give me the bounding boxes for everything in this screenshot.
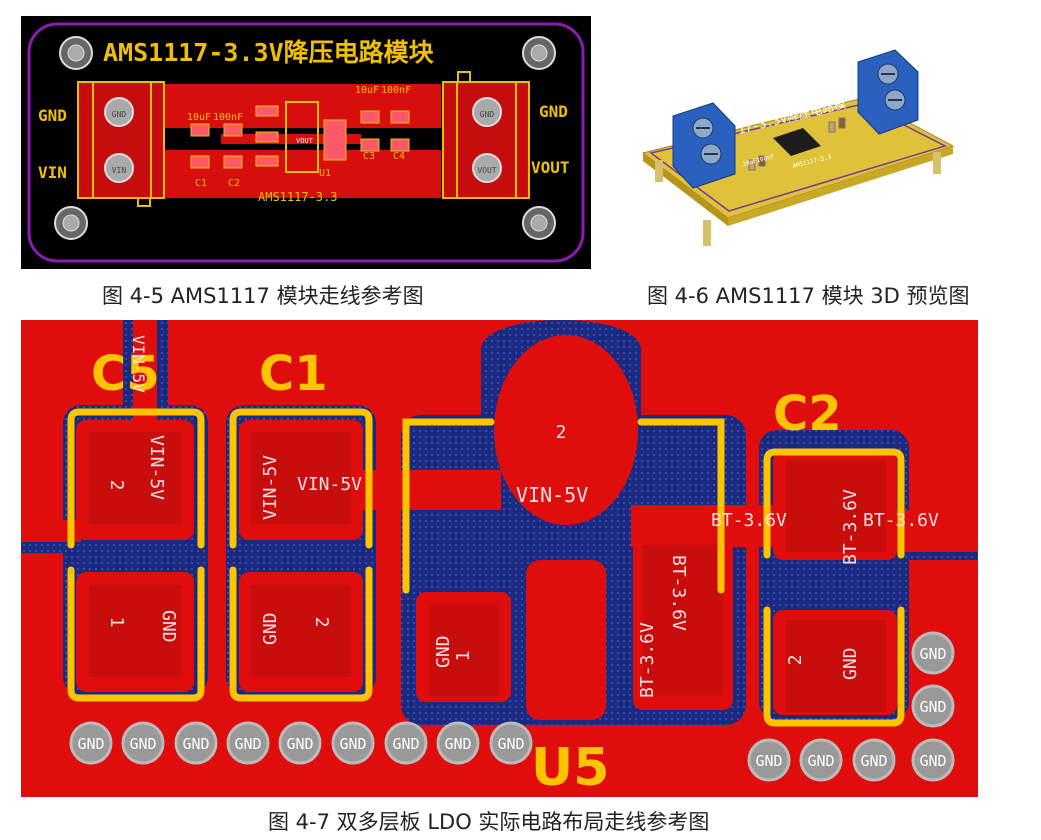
fig47-caption: 图 4-7 双多层板 LDO 实际电路布局走线参考图 <box>268 810 710 834</box>
ref-u5: U5 <box>531 738 609 797</box>
ref-c3: C3 <box>363 151 375 162</box>
connector-pad-gnd-left: GND <box>104 97 134 127</box>
board-silk-vin: VIN <box>664 188 687 207</box>
pin-number: 2 <box>311 617 332 628</box>
label-gnd-right: GND <box>539 102 568 121</box>
svg-text:GND: GND <box>234 735 261 753</box>
terminal-block-right <box>857 49 919 135</box>
svg-text:VOUT: VOUT <box>296 137 314 145</box>
svg-text:GND: GND <box>182 735 209 753</box>
fig47-ldo-layout-image: C5 C1 C2 U5 2 1 2 2 1 2 VIN-5V VIN-5V VI… <box>21 320 978 797</box>
ref-c1: C1 <box>195 178 207 189</box>
net-label-vin: VIN-5V <box>297 474 362 495</box>
fig46-caption: 图 4-6 AMS1117 模块 3D 预览图 <box>647 284 970 308</box>
pin-number: 2 <box>556 422 567 443</box>
svg-text:GND: GND <box>339 735 366 753</box>
chip-label: AMS1117-3.3 <box>258 190 337 204</box>
net-label-bt: BT-3.6V <box>711 510 787 531</box>
terminal-block-left <box>672 102 736 189</box>
net-label-bt: BT-3.6V <box>840 489 861 565</box>
connector-pad-vin-left: VIN <box>104 153 134 183</box>
connector-pad-vout-right: VOUT <box>472 153 502 183</box>
value-c4: 100nF <box>381 85 411 96</box>
ref-c5: C5 <box>91 346 160 402</box>
net-label-gnd: GND <box>840 647 861 680</box>
label-vout-right: VOUT <box>531 158 570 177</box>
net-label-vin: VIN-5V <box>516 483 588 507</box>
pin-number: 2 <box>106 480 127 491</box>
net-label-gnd: GND <box>158 610 179 643</box>
pin-number: 1 <box>106 617 127 628</box>
net-label-bt: BT-3.6V <box>668 555 689 631</box>
ref-c1-large: C1 <box>259 346 328 402</box>
pin-number: 1 <box>453 651 474 662</box>
svg-text:GND: GND <box>77 735 104 753</box>
svg-text:GND: GND <box>112 110 127 119</box>
pin-number: 2 <box>785 655 806 666</box>
svg-text:GND: GND <box>392 735 419 753</box>
svg-text:VOUT: VOUT <box>477 166 496 175</box>
ref-c2: C2 <box>228 178 240 189</box>
net-label-bt: BT-3.6V <box>637 622 658 698</box>
fig46-3d-preview-image: 17-3.3V降压电路模 10uF100nF AMS1117-3.3 VIN <box>633 48 973 263</box>
svg-text:GND: GND <box>919 698 946 716</box>
net-label-bt: BT-3.6V <box>863 510 939 531</box>
connector-pad-gnd-right: GND <box>472 97 502 127</box>
label-gnd-left: GND <box>38 106 67 125</box>
ref-u1: U1 <box>319 168 331 179</box>
svg-text:VIN: VIN <box>112 166 127 175</box>
value-c1: 10uF <box>187 112 211 123</box>
svg-text:GND: GND <box>497 735 524 753</box>
net-label-vin: VIN-5V <box>146 435 167 500</box>
label-vin-left: VIN <box>38 163 67 182</box>
ref-c4: C4 <box>393 151 405 162</box>
svg-text:GND: GND <box>919 752 946 770</box>
svg-text:GND: GND <box>807 752 834 770</box>
net-label-vin-top: VIN-5V <box>129 335 148 393</box>
svg-text:GND: GND <box>444 735 471 753</box>
fig45-caption: 图 4-5 AMS1117 模块走线参考图 <box>102 284 424 308</box>
mounting-hole-icon <box>54 36 556 240</box>
value-c2: 100nF <box>213 112 243 123</box>
svg-text:GND: GND <box>919 645 946 663</box>
svg-text:GND: GND <box>755 752 782 770</box>
fig45-title: AMS1117-3.3V降压电路模块 <box>103 38 434 67</box>
gnd-via-row-bottom: GND GND GND GND GND GND GND GND GND GND … <box>69 721 955 782</box>
net-label-vin: VIN-5V <box>260 455 281 520</box>
net-label-gnd: GND <box>433 635 454 668</box>
gnd-via-column-right: GND GND <box>911 631 955 728</box>
svg-text:GND: GND <box>860 752 887 770</box>
value-c3: 10uF <box>355 85 379 96</box>
fig45-pcb-image: GND VIN GND VOUT <box>21 16 591 269</box>
net-label-gnd: GND <box>260 612 281 645</box>
svg-text:GND: GND <box>129 735 156 753</box>
ref-c2-large: C2 <box>773 386 842 442</box>
svg-text:GND: GND <box>286 735 313 753</box>
svg-text:GND: GND <box>480 110 495 119</box>
